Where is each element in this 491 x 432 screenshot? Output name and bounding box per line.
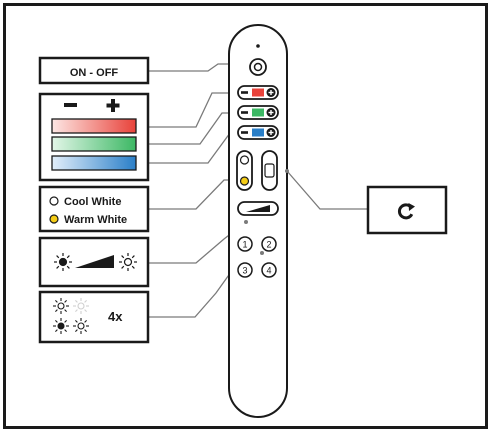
rgb-box (38, 92, 150, 182)
dimmer-box (38, 236, 150, 288)
channel-button-4-label: 4 (266, 266, 271, 276)
cool-white-dot (49, 196, 59, 206)
sun-icon-bright (119, 253, 137, 271)
channel-button-3-label: 3 (242, 266, 247, 276)
sun-icon-flash-2 (73, 298, 89, 314)
connector-green (148, 112, 238, 145)
minus-icon (64, 103, 77, 107)
refresh-icon (397, 203, 415, 220)
green-rocker-button[interactable] (237, 105, 279, 120)
cool-white-label: Cool White (64, 196, 121, 208)
sun-icon-flash-4 (73, 318, 89, 334)
channel-button-1-label: 1 (242, 240, 247, 250)
channel-button-2[interactable]: 2 (261, 236, 277, 252)
dimmer-ramp-icon (246, 205, 270, 212)
minus-icon (241, 111, 248, 114)
remote-control: 1 2 3 4 (228, 24, 288, 418)
sun-icon-flash-3 (53, 318, 69, 334)
flash-box: 4x (38, 290, 150, 344)
channel-button-4[interactable]: 4 (261, 262, 277, 278)
channel-button-1[interactable]: 1 (237, 236, 253, 252)
red-indicator (252, 88, 264, 97)
green-indicator (252, 108, 264, 117)
red-gradient-bar (51, 118, 137, 134)
dimmer-ramp-icon (75, 255, 114, 268)
white-temp-box: Cool White Warm White (38, 185, 150, 233)
connector-red (148, 92, 238, 128)
green-gradient-bar (51, 136, 137, 152)
blue-rocker-button[interactable] (237, 125, 279, 140)
minus-icon (241, 131, 248, 134)
sun-icon-flash-1 (53, 298, 69, 314)
warm-white-indicator (239, 176, 250, 186)
on-off-label: ON - OFF (70, 67, 119, 79)
cool-white-indicator (239, 155, 250, 165)
power-icon (253, 62, 263, 72)
channel-button-2-label: 2 (266, 240, 271, 250)
red-rocker-button[interactable] (237, 85, 279, 100)
warm-white-dot (49, 214, 59, 224)
connector-refresh (286, 170, 368, 210)
dimmer-button[interactable] (237, 201, 279, 216)
sun-icon-dim (54, 253, 72, 271)
connector-blue (148, 132, 238, 164)
channel-button-3[interactable]: 3 (237, 262, 253, 278)
indicator-led (256, 44, 260, 48)
mode-toggle[interactable] (261, 150, 278, 191)
plus-icon (106, 99, 120, 112)
connector-dots (244, 169, 289, 255)
minus-icon (241, 91, 248, 94)
on-off-box: ON - OFF (38, 56, 150, 85)
white-temp-toggle[interactable] (236, 150, 253, 191)
refresh-box (366, 185, 448, 235)
warm-white-label: Warm White (64, 214, 127, 226)
repeat-label: 4x (108, 309, 123, 324)
blue-indicator (252, 128, 264, 137)
blue-gradient-bar (51, 155, 137, 171)
power-button[interactable] (249, 58, 267, 76)
